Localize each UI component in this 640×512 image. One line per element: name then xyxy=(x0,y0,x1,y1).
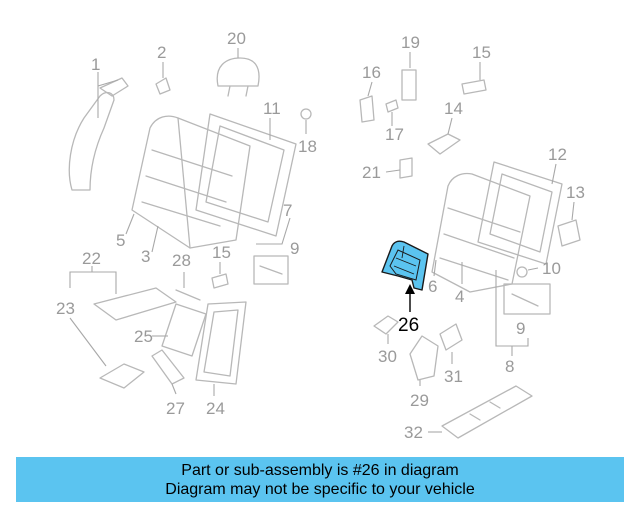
part-11-seatback-frame xyxy=(195,113,297,237)
part-12-frame-right xyxy=(477,161,563,265)
callout-25: 25 xyxy=(134,327,153,346)
callout-21: 21 xyxy=(362,163,381,182)
part-26-highlighted[interactable] xyxy=(381,240,429,291)
leader-5 xyxy=(125,213,135,235)
callout-16: 16 xyxy=(362,63,381,82)
part-9-bolt-box-right xyxy=(503,283,551,315)
part-28-strip xyxy=(175,289,201,301)
part-26-detail xyxy=(393,245,417,275)
leader-1 xyxy=(97,72,119,118)
parts-diagram: 1 2 20 3 5 11 18 7 9 22 23 28 xyxy=(56,29,585,442)
callout-26: 26 xyxy=(398,315,419,336)
callout-17: 17 xyxy=(385,125,404,144)
part-3-seatback-cushion xyxy=(131,115,251,249)
part-13-clip xyxy=(557,219,581,247)
leader-16 xyxy=(367,81,373,97)
callout-22: 22 xyxy=(82,249,101,268)
part-20-headrest xyxy=(216,57,260,97)
leader-22 xyxy=(69,266,117,294)
banner-line-2: Diagram may not be specific to your vehi… xyxy=(165,480,475,498)
leader-12 xyxy=(551,163,557,185)
callout-32: 32 xyxy=(404,423,423,442)
part-9-bolt-left xyxy=(259,265,283,275)
leader-6 xyxy=(433,259,437,277)
callout-14: 14 xyxy=(444,99,463,118)
part-29-mount xyxy=(409,335,439,381)
callout-13: 13 xyxy=(566,183,585,202)
callout-4: 4 xyxy=(455,287,464,306)
part-19-switch xyxy=(401,69,417,101)
part-32-armrest xyxy=(441,385,533,439)
part-1-trim-panel xyxy=(68,77,129,191)
callout-15-left: 15 xyxy=(212,243,231,262)
part-16-bracket xyxy=(359,95,375,123)
callout-9-left: 9 xyxy=(290,239,299,258)
callout-29: 29 xyxy=(410,391,429,410)
leader-23 xyxy=(69,317,107,367)
part-26-body xyxy=(381,240,429,291)
leader-27 xyxy=(171,383,177,395)
part-30-bracket xyxy=(373,315,399,335)
part-2-clip xyxy=(155,77,171,95)
callout-3: 3 xyxy=(141,247,150,266)
part-9-bolt-right xyxy=(511,293,539,307)
part-26-inner xyxy=(389,249,421,281)
callout-20: 20 xyxy=(227,29,246,48)
part-9-bolt-box-left xyxy=(253,255,289,285)
part-21-knob xyxy=(399,157,413,179)
part-18-grommet xyxy=(300,108,312,120)
leader-26-arrowhead xyxy=(405,284,415,294)
part-22-pad xyxy=(93,287,177,321)
leader-13 xyxy=(571,201,575,221)
part-10-nut xyxy=(516,266,528,278)
part-15-plug-right xyxy=(461,79,487,95)
callout-10: 10 xyxy=(542,259,561,278)
leader-21 xyxy=(385,169,401,173)
callout-2: 2 xyxy=(157,43,166,62)
leader-14 xyxy=(447,117,453,135)
leader-8 xyxy=(495,270,529,356)
part-25-panel xyxy=(161,303,207,357)
callout-1: 1 xyxy=(91,55,100,74)
leader-10 xyxy=(527,267,539,271)
part-27-cover xyxy=(151,349,185,385)
callout-19: 19 xyxy=(401,33,420,52)
part-15-plug-left xyxy=(211,273,229,289)
part-4-seatback-right xyxy=(431,172,531,293)
callout-23: 23 xyxy=(56,299,75,318)
callout-5: 5 xyxy=(116,231,125,250)
callout-15-right: 15 xyxy=(472,43,491,62)
callout-8: 8 xyxy=(505,357,514,376)
callout-9-right: 9 xyxy=(516,319,525,338)
callout-28: 28 xyxy=(172,251,191,270)
part-17-screw xyxy=(385,99,399,113)
callout-18: 18 xyxy=(298,137,317,156)
callout-12: 12 xyxy=(548,145,567,164)
leader-3 xyxy=(151,225,159,253)
callout-11: 11 xyxy=(263,99,281,118)
callout-7: 7 xyxy=(283,201,292,220)
info-banner: Part or sub-assembly is #26 in diagram D… xyxy=(16,457,624,502)
part-23-mount xyxy=(99,363,145,389)
callout-31: 31 xyxy=(444,367,463,386)
banner-line-1: Part or sub-assembly is #26 in diagram xyxy=(181,461,459,479)
leader-7 xyxy=(256,217,291,245)
part-14-handle xyxy=(427,133,461,155)
callout-27: 27 xyxy=(166,399,185,418)
callout-30: 30 xyxy=(378,347,397,366)
callout-24: 24 xyxy=(206,399,225,418)
part-31-brace xyxy=(439,323,463,351)
part-24-back-board xyxy=(195,301,247,385)
callout-6: 6 xyxy=(428,277,437,296)
